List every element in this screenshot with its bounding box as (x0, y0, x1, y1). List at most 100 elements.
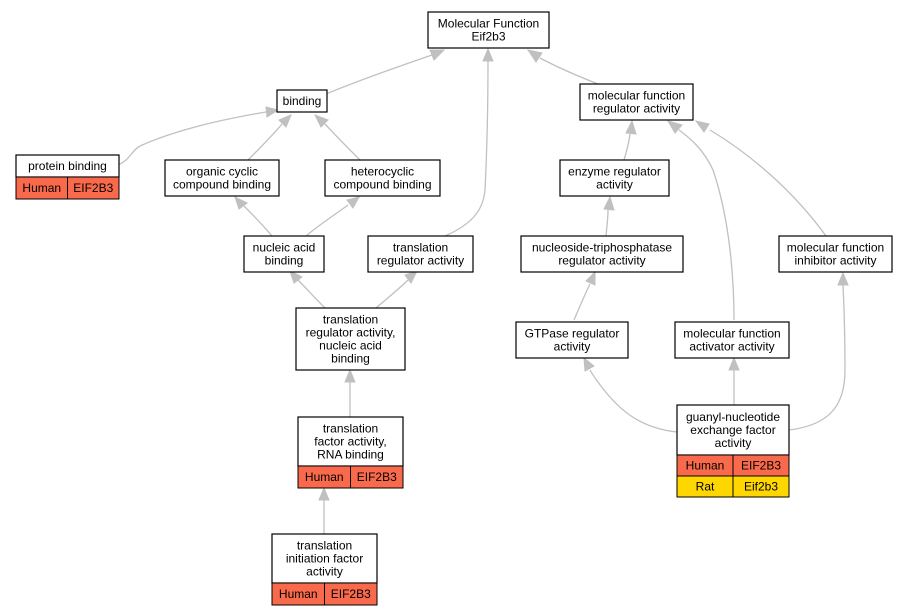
edge-organic-cyclic-to-binding (247, 114, 292, 161)
gene-label: EIF2B3 (331, 587, 371, 601)
node-label-line: activity (596, 178, 633, 192)
species-label: Human (279, 587, 318, 601)
edge-heterocyclic-to-binding (313, 114, 361, 161)
node-label-line: regulator activity (558, 254, 645, 268)
node-label-line: nucleic acid (253, 241, 316, 255)
node-box (276, 89, 328, 113)
node-box (164, 159, 280, 197)
node-label-line: GTPase regulator (525, 327, 620, 341)
node-label-line: activity (554, 340, 591, 354)
node-box (271, 533, 378, 584)
node-label-line: regulator activity (593, 102, 680, 116)
node-box (676, 404, 790, 456)
node-label-line: factor activity, (314, 435, 386, 449)
edge-binding-to-root (325, 49, 446, 95)
edge-mf-activator-to-mf-regulator (666, 120, 735, 321)
node-label-line: protein binding (28, 159, 107, 173)
annotation-row-human[interactable]: Human EIF2B3 (271, 582, 378, 606)
edge-protein-binding-to-binding (117, 106, 280, 166)
node-label-line: molecular function (588, 89, 685, 103)
gene-label: EIF2B3 (73, 181, 113, 195)
gene-label: Eif2b3 (744, 480, 778, 494)
node-label-line: activity (306, 565, 343, 579)
node-label-line: nucleoside-triphosphatase (532, 241, 672, 255)
edge-gtpase-to-ntpase (573, 270, 596, 321)
node-box (427, 11, 550, 49)
node-label-line: translation (323, 422, 378, 436)
edge-gnef-to-mf-activator (728, 356, 740, 405)
edge-trans-factor-rna-to-trans-reg-nucleic (344, 368, 356, 417)
node-label-line: binding (331, 352, 370, 366)
node-label-line: compound binding (333, 178, 431, 192)
edge-gnef-to-gtpase (583, 356, 678, 433)
edge-mf-regulator-to-root (526, 49, 599, 85)
node-binding[interactable]: binding (276, 89, 328, 113)
node-label-line: initiation factor (286, 552, 363, 566)
species-label: Human (22, 181, 61, 195)
gene-cell (67, 176, 120, 200)
species-label: Human (686, 459, 725, 473)
node-label-line: Eif2b3 (471, 30, 505, 44)
node-label-line: translation (297, 539, 352, 553)
edge-nucleic-acid-to-heterocyclic (305, 196, 360, 237)
node-label-line: RNA binding (317, 448, 384, 462)
node-box (579, 83, 694, 121)
species-label: Rat (696, 480, 715, 494)
node-label-line: binding (265, 254, 304, 268)
node-label-line: guanyl-nucleotide (686, 410, 780, 424)
node-label-line: compound binding (173, 178, 271, 192)
edge-ntpase-to-enzyme-regulator (603, 195, 615, 237)
node-box (297, 416, 404, 467)
node-label-line: inhibitor activity (794, 254, 876, 268)
node-box (559, 159, 670, 197)
node-label-line: regulator activity (377, 254, 464, 268)
node-label-line: regulator activity, (306, 326, 396, 340)
annotation-row-human[interactable]: Human EIF2B3 (297, 465, 404, 489)
gene-cell (732, 475, 790, 498)
edge-translation-regulator-to-root (444, 47, 494, 237)
node-box (778, 235, 893, 273)
node-label-line: activator activity (689, 340, 774, 354)
node-box (520, 235, 684, 273)
node-label-line: activity (715, 436, 752, 450)
edge-enzyme-regulator-to-mf-regulator (623, 119, 637, 161)
node-label-line: translation (393, 241, 448, 255)
node-box (243, 235, 325, 273)
node-label-line: heterocyclic (351, 165, 414, 179)
node-box (674, 321, 790, 359)
node-label-line: molecular function (787, 241, 884, 255)
edge-trans-reg-nucleic-to-nucleic-acid (289, 270, 326, 309)
node-box (324, 159, 441, 197)
edge-gnef-to-mf-inhibitor (788, 271, 849, 431)
gene-label: EIF2B3 (357, 470, 397, 484)
gene-cell (350, 465, 404, 489)
node-box (367, 235, 474, 273)
edge-mf-inhibitor-to-mf-regulator (694, 120, 827, 237)
node-label-line: nucleic acid (319, 339, 382, 353)
species-label: Human (305, 470, 344, 484)
node-label-line: Molecular Function (438, 17, 539, 31)
annotation-row-rat[interactable]: Rat Eif2b3 (676, 475, 790, 498)
annotation-row-human[interactable]: Human EIF2B3 (15, 176, 120, 200)
node-label-line: organic cyclic (186, 165, 258, 179)
node-label-line: molecular function (683, 327, 780, 341)
node-label-line: exchange factor (690, 423, 775, 437)
